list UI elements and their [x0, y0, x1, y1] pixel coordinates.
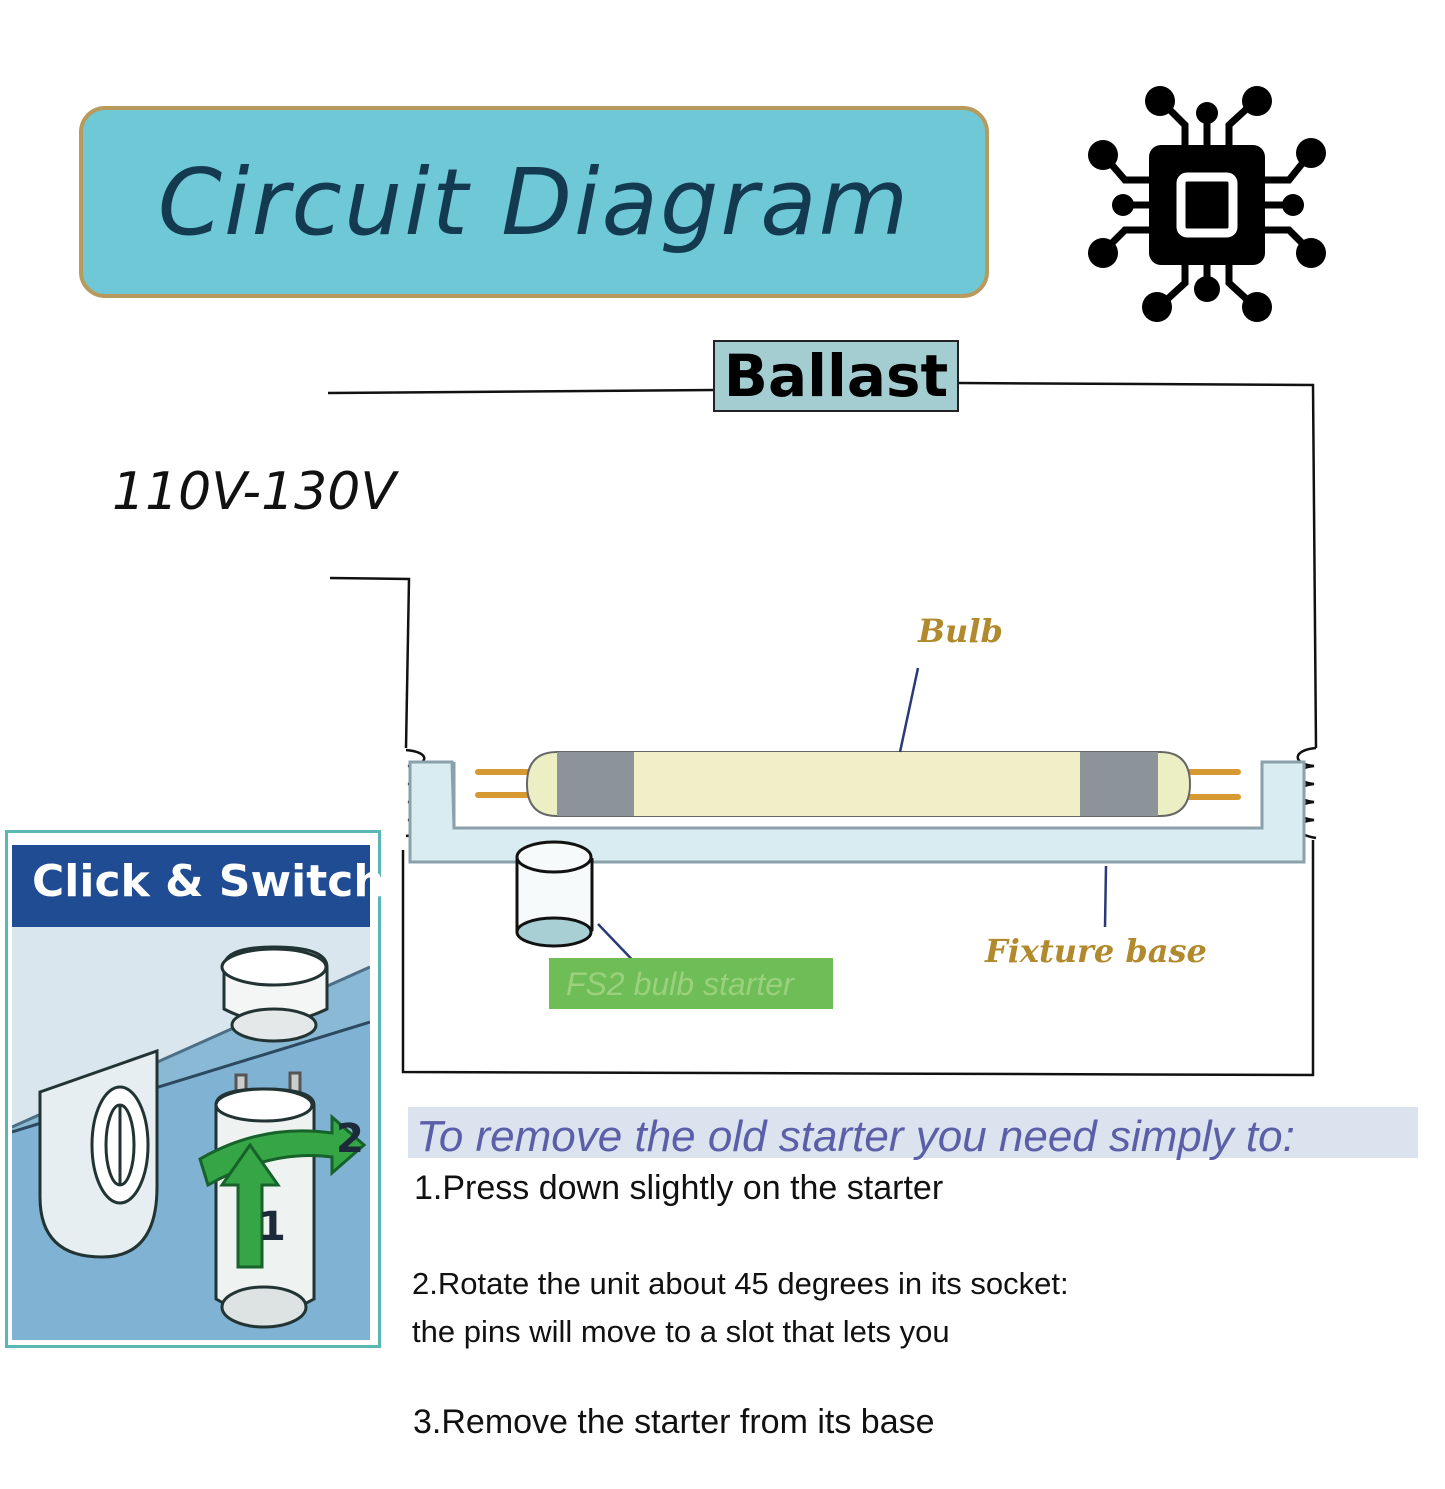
bulb-label: Bulb [918, 612, 1003, 650]
bulb-end-cap-right [1080, 752, 1158, 816]
wire-source-to-left-socket [329, 576, 411, 749]
ballast-label: Ballast [723, 342, 949, 410]
ballast-box: Ballast [713, 340, 959, 412]
bulb-pins [475, 769, 1241, 800]
instruction-step-2-line-2: the pins will move to a slot that lets y… [412, 1314, 950, 1349]
step-number-2: 2 [336, 1116, 364, 1162]
starter-label: FS2 bulb starter [566, 966, 794, 1002]
fixture-leader-line [1103, 865, 1108, 928]
fixture-base-label: Fixture base [985, 932, 1207, 970]
page-title: Circuit Diagram [157, 148, 911, 256]
instruction-step-1: 1.Press down slightly on the starter [414, 1169, 944, 1207]
instruction-step-3: 3.Remove the starter from its base [413, 1403, 935, 1441]
click-switch-header [12, 845, 370, 927]
bulb-end-cap-left [557, 752, 634, 816]
instructions-heading-band [408, 1107, 1418, 1158]
bulb-leader-line [898, 667, 920, 753]
wire-source-to-ballast [327, 388, 715, 395]
step-number-1: 1 [258, 1204, 286, 1250]
starter-illustration [12, 927, 370, 1340]
starter-label-box [549, 958, 833, 1009]
starter-cylinder [515, 840, 594, 948]
wire-bottom-loop [401, 840, 1315, 1077]
voltage-label: 110V-130V [112, 462, 396, 522]
circuit-chip-icon [1088, 86, 1326, 322]
instruction-step-2-line-1: 2.Rotate the unit about 45 degrees in it… [412, 1266, 1069, 1301]
wire-ballast-to-right-socket [958, 381, 1318, 749]
bulb-glass [634, 752, 1080, 816]
click-switch-title: Click & Switch [32, 856, 385, 907]
title-banner: Circuit Diagram [79, 106, 989, 298]
instructions-heading: To remove the old starter you need simpl… [416, 1112, 1295, 1161]
